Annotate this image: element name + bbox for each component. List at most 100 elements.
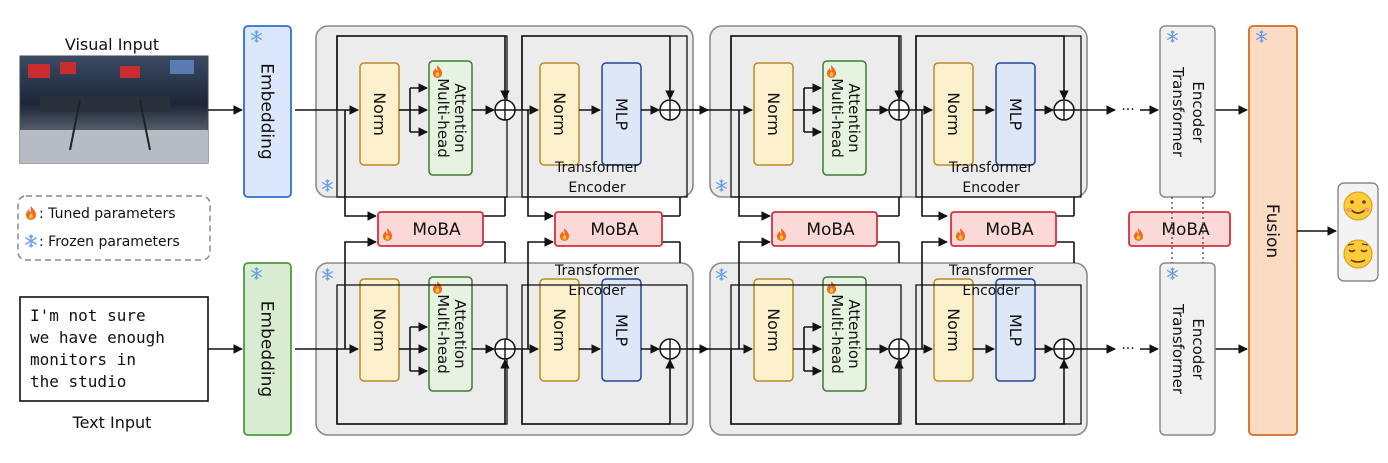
flow-line [915,349,1069,425]
text-input-line: we have enough [30,328,165,347]
collapsed-encoder-label: Transformer [1169,303,1187,395]
multi-head-attention-box [822,276,867,392]
relieved-face-icon [1343,239,1373,269]
transformer-encoder-label: Transformer [554,160,639,176]
mlp-box [601,62,642,166]
text-input-line: the studio [30,372,126,391]
moba-label: MoBA [590,220,639,240]
moba-input [527,237,554,349]
collapsed-encoder-label: Transformer [1169,66,1187,158]
norm-label: Norm [764,308,783,352]
flow-line [336,35,510,110]
norm-box [933,278,974,382]
visual-embedding-box [243,25,292,198]
flow-line [336,349,510,425]
visual-embedding-label: Embedding [257,63,277,159]
ellipsis: ··· [1121,102,1134,118]
visual-input-image [19,55,209,164]
moba-input [738,110,771,221]
attention-label-line2: Attention [845,299,863,368]
transformer-encoder-label: Transformer [948,263,1033,279]
moba-module: MoBA [950,211,1057,247]
text-input-label: Text Input [72,413,152,432]
attention-label-line2: Attention [451,83,469,152]
moba-input [344,237,377,349]
attention-label-line2: Attention [451,299,469,368]
multi-head-attention-box [822,60,867,176]
multi-head-attention-box [428,276,473,392]
legend-tuned: : Tuned parameters [39,206,176,222]
text-input-content: I'm not sure we have enough monitors in the… [30,306,165,391]
text-embedding-box [243,262,292,436]
moba-label: MoBA [806,220,855,240]
moba-modules: MoBA MoBA MoBA MoBA MoBA [377,211,1231,247]
attention-label-line1: Multi-head [434,78,452,158]
norm-label: Norm [944,92,963,136]
norm-label: Norm [370,92,389,136]
moba-label: MoBA [412,220,461,240]
norm-label: Norm [370,308,389,352]
mlp-box [995,278,1036,382]
moba-label: MoBA [985,220,1034,240]
transformer-encoder-label: Encoder [568,283,625,299]
norm-label: Norm [550,92,569,136]
text-input-line: I'm not sure [30,306,146,325]
flow-line [915,35,1069,110]
legend-frozen: : Frozen parameters [39,234,180,250]
moba-module: MoBA [554,211,663,247]
mlp-box [995,62,1036,166]
transformer-encoder-label: Transformer [948,160,1033,176]
collapsed-encoder-top [1159,25,1216,198]
moba-input [921,110,948,221]
flow-line [730,35,904,110]
moba-input [921,237,948,349]
flow-line [521,35,675,110]
norm-label: Norm [550,308,569,352]
collapsed-encoder-bottom [1159,262,1216,436]
moba-module: MoBA [771,211,878,247]
ellipsis: ··· [1121,341,1134,357]
norm-box [933,62,974,166]
mlp-box [601,278,642,382]
attention-label-line1: Multi-head [828,78,846,158]
transformer-encoder-label: Encoder [962,180,1019,196]
visual-input-label: Visual Input [65,35,159,54]
text-input-box [19,296,209,402]
smiling-face-icon [1343,191,1373,221]
norm-box [359,278,400,382]
norm-box [539,278,580,382]
moba-module: MoBA [1128,211,1231,247]
flow-line [521,349,675,425]
collapsed-encoder-label: Encoder [1189,81,1207,143]
collapsed-encoder-label: Encoder [1189,318,1207,380]
norm-box [753,278,794,382]
moba-label: MoBA [1161,220,1210,240]
mlp-label: MLP [1006,98,1025,131]
mlp-label: MLP [1006,314,1025,347]
moba-input [527,110,554,221]
text-embedding-label: Embedding [257,301,277,397]
norm-box [359,62,400,166]
moba-input [344,110,377,221]
moba-module: MoBA [377,211,484,247]
mlp-label: MLP [612,314,631,347]
attention-label-line1: Multi-head [828,294,846,374]
flow-line [730,349,904,425]
moba-input [738,237,771,349]
data-flow-lines [295,35,1248,425]
attention-label-line2: Attention [845,83,863,152]
transformer-encoder-label: Encoder [962,283,1019,299]
transformer-encoder-label: Transformer [554,263,639,279]
mlp-label: MLP [612,98,631,131]
text-input-line: monitors in [30,350,136,369]
norm-label: Norm [944,308,963,352]
norm-box [539,62,580,166]
transformer-encoder-label: Encoder [568,180,625,196]
multi-head-attention-box [428,60,473,176]
norm-label: Norm [764,92,783,136]
norm-box [753,62,794,166]
fusion-label: Fusion [1262,204,1282,258]
legend: : Tuned parameters : Frozen parameters [17,195,211,261]
attention-label-line1: Multi-head [434,294,452,374]
